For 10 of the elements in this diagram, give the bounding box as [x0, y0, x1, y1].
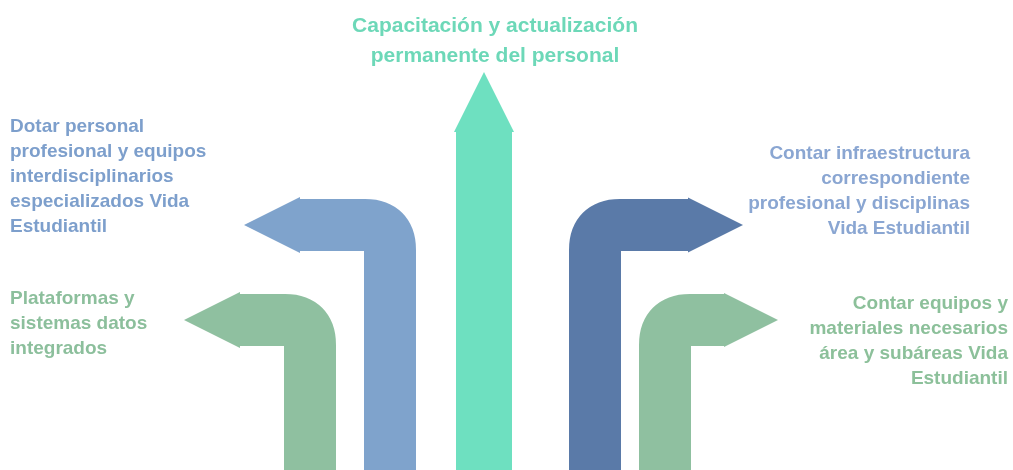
arrow — [569, 197, 743, 470]
arrow — [639, 293, 778, 470]
arrow — [184, 292, 336, 470]
arrow — [454, 72, 514, 470]
goal-label: Contar infraestructura correspondiente profesional y disciplinas Vida Estudiantil — [745, 140, 970, 240]
goal-label: Contar equipos y materiales necesarios área y subáreas Vida Estudiantil — [780, 290, 1008, 390]
goal-label: Dotar personal profesional y equipos interdisciplinarios especializados Vida Estudiantil — [10, 113, 242, 238]
goal-label: Plataformas y sistemas datos integrados — [10, 285, 182, 360]
arrow — [244, 197, 416, 470]
goal-label: Capacitación y actualización permanente del personal — [330, 10, 660, 70]
